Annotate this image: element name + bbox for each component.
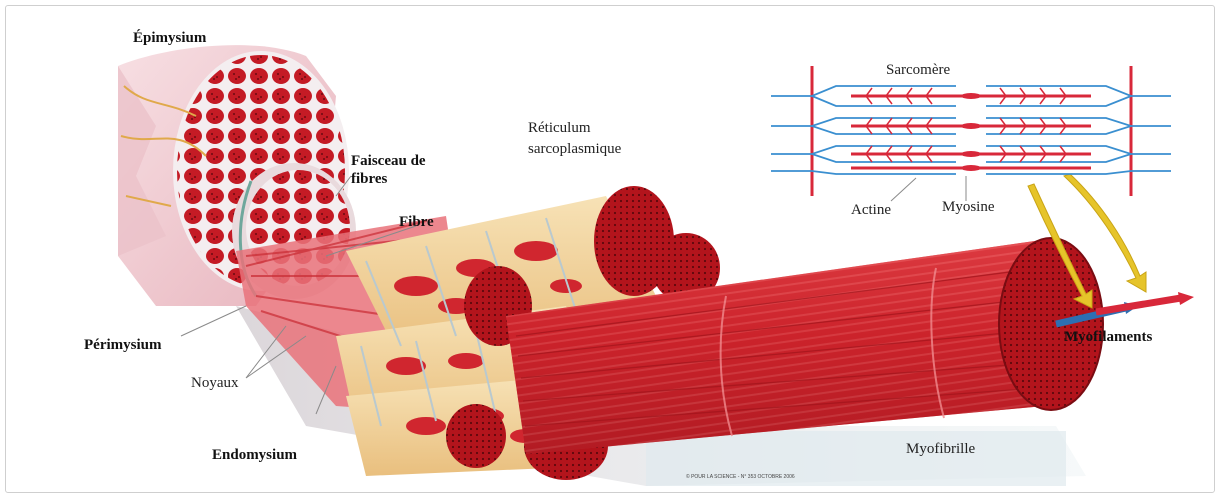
sarcomere-schematic [771,66,1171,196]
label-epimysium: Épimysium [133,29,206,47]
label-sarcomere: Sarcomère [886,61,950,79]
label-faisceau-line2: fibres [351,170,387,188]
label-actine: Actine [851,201,891,219]
copyright-credit: © POUR LA SCIENCE - N° 353 OCTOBRE 2006 [686,474,795,480]
label-faisceau-line1: Faisceau de [351,152,426,170]
label-noyaux: Noyaux [191,374,239,392]
label-perimysium: Périmysium [84,336,161,354]
label-endomysium: Endomysium [212,446,297,464]
muscle-illustration [6,6,1215,493]
label-reticulum-line1: Réticulum [528,119,591,137]
label-reticulum-line2: sarcoplasmique [528,140,621,158]
label-myofilaments: Myofilaments [1064,328,1152,346]
actin-filaments [771,86,1171,174]
label-fibre: Fibre [399,213,434,231]
label-myofibrille: Myofibrille [906,440,975,458]
label-myosine: Myosine [942,198,995,216]
muscle-anatomy-diagram: Épimysium Faisceau de fibres Fibre Périm… [5,5,1215,493]
